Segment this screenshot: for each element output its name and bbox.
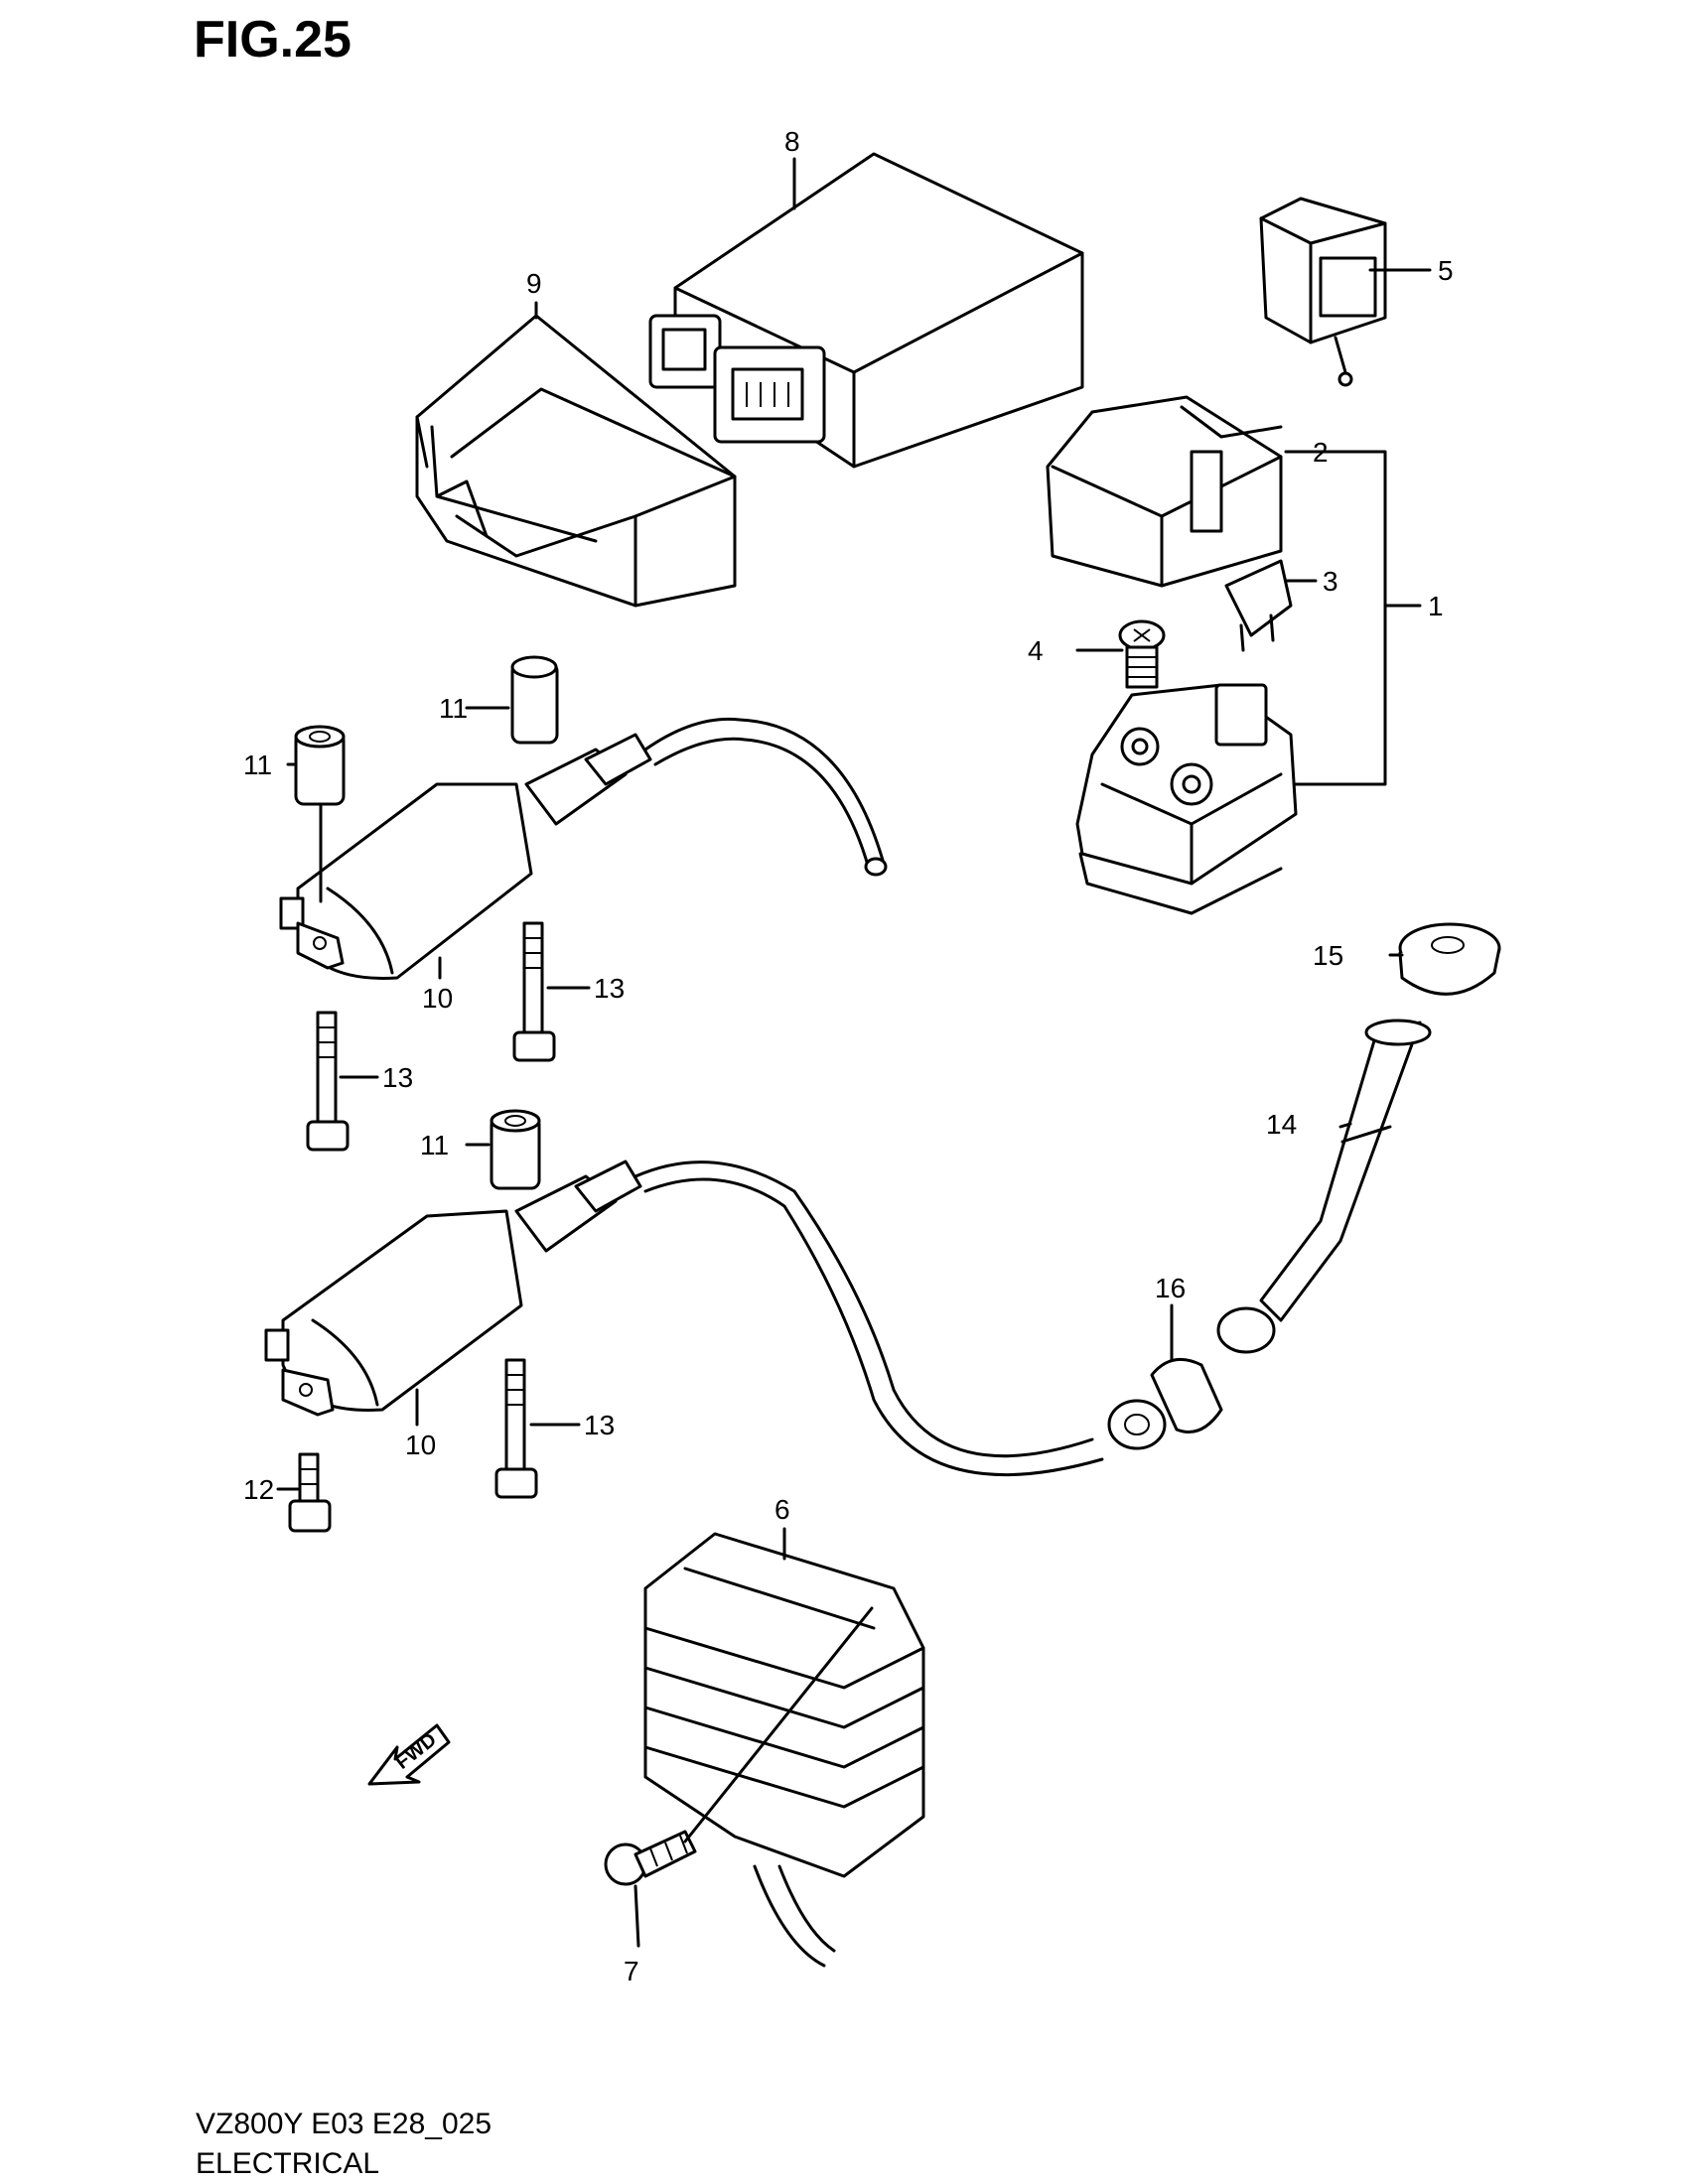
section-name: ELECTRICAL [196, 2147, 380, 2180]
part-10-ignition-coil-lower[interactable] [264, 1160, 1104, 1477]
part-7-screw[interactable] [604, 1830, 697, 1886]
part-13-bolt-b[interactable] [306, 1011, 350, 1152]
part-16-grommet[interactable] [1107, 1357, 1223, 1450]
part-15-cap[interactable] [1398, 922, 1501, 996]
callout-9: 9 [526, 268, 542, 299]
callout-14: 14 [1266, 1109, 1297, 1140]
callout-13-b: 13 [382, 1062, 413, 1093]
leader-lines [276, 157, 1432, 1948]
part-8-control-unit[interactable] [648, 152, 1084, 469]
callout-11-c: 11 [420, 1130, 449, 1160]
callout-15: 15 [1313, 940, 1343, 971]
callout-5: 5 [1438, 255, 1454, 286]
callout-10-upper: 10 [422, 983, 453, 1014]
part-5-relay[interactable] [1259, 197, 1387, 387]
part-1-starter-relay[interactable] [1075, 683, 1298, 915]
part-10-ignition-coil-upper[interactable] [279, 717, 888, 980]
part-9-cover[interactable] [415, 314, 737, 608]
fwd-arrow-icon: FWD [367, 1723, 451, 1786]
part-13-bolt-a[interactable] [512, 921, 556, 1062]
callout-13-c: 13 [584, 1410, 615, 1440]
part-12-bolt[interactable] [288, 1452, 332, 1533]
callout-10-lower: 10 [405, 1430, 436, 1460]
part-11-spacer-a[interactable] [510, 655, 559, 745]
part-14-cord[interactable] [1216, 1019, 1432, 1354]
part-4-bolt[interactable] [1118, 619, 1166, 689]
model-code: VZ800Y E03 E28_025 [196, 2108, 492, 2140]
callout-6: 6 [774, 1494, 790, 1525]
callout-2: 2 [1313, 437, 1329, 468]
callout-7: 7 [624, 1956, 639, 1986]
callout-12: 12 [243, 1474, 274, 1505]
part-11-spacer-c[interactable] [490, 1109, 541, 1190]
part-11-spacer-b[interactable] [294, 725, 346, 806]
figure-title: FIG.25 [194, 11, 352, 68]
part-6-regulator-rectifier[interactable] [643, 1532, 925, 1968]
part-3-fuse[interactable] [1224, 559, 1293, 652]
callout-8: 8 [784, 126, 800, 157]
callout-labels: 1 2 3 4 5 6 7 8 9 10 10 11 11 11 12 13 1… [243, 126, 1454, 1986]
part-13-bolt-c[interactable] [494, 1358, 538, 1499]
callout-3: 3 [1323, 566, 1338, 597]
callout-16: 16 [1155, 1273, 1186, 1303]
part-2-relay-cover[interactable] [1046, 395, 1283, 588]
callout-1: 1 [1428, 591, 1444, 621]
callout-11-a: 11 [439, 693, 468, 724]
callout-4: 4 [1028, 635, 1044, 666]
callout-11-b: 11 [243, 750, 272, 780]
callout-13-a: 13 [594, 973, 625, 1004]
